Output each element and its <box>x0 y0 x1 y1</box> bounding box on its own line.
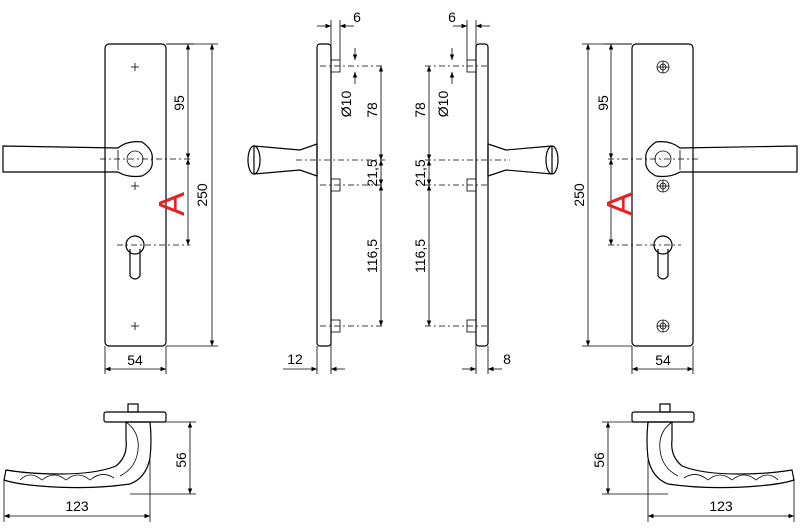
left-side-dim-upper: 78 <box>364 102 380 118</box>
left-screw-top <box>131 63 139 71</box>
right-backplate <box>631 43 694 347</box>
right-side-dim-lower: 116,5 <box>412 239 428 273</box>
right-side-plate <box>475 43 489 347</box>
left-side-dim-bore: Ø10 <box>338 91 354 118</box>
right-handle-dim-length: 123 <box>709 498 733 514</box>
right-handle-dim-height: 56 <box>591 452 607 468</box>
left-front-dim-top: 95 <box>171 95 187 111</box>
left-side-dim-top-gap: 6 <box>353 9 361 25</box>
left-side-dim-mid: 21,5 <box>364 159 380 186</box>
left-handle-dim-height: 56 <box>173 452 189 468</box>
right-marker-a: A <box>599 192 640 216</box>
right-side-pins <box>425 59 488 333</box>
left-side-lever <box>253 143 318 177</box>
right-side-dim-top-gap: 6 <box>448 9 456 25</box>
right-side-dim-thickness: 8 <box>503 351 511 367</box>
left-handle-profile <box>3 421 152 489</box>
right-handle-view: 56 123 <box>591 403 795 522</box>
left-keyhole <box>117 235 190 280</box>
right-screw-bottom <box>656 319 670 333</box>
left-handle-view: 56 123 <box>3 403 196 522</box>
left-screw-mid <box>131 182 139 190</box>
left-front-dim-width: 54 <box>127 352 143 368</box>
right-keyhole <box>608 235 681 280</box>
left-side-pins <box>320 59 385 333</box>
right-side-dim-mid: 21,5 <box>412 159 428 186</box>
right-side-dim-upper: 78 <box>412 102 428 118</box>
left-front-lever <box>2 141 190 178</box>
left-side-dim-lower: 116,5 <box>364 239 380 273</box>
right-front-dim-top: 95 <box>595 95 611 111</box>
left-front-dim-height: 250 <box>194 183 210 207</box>
right-handle-profile <box>646 421 795 489</box>
right-front-dim-height: 250 <box>571 183 587 207</box>
right-front-dim-width: 54 <box>655 352 671 368</box>
left-side-plate <box>316 43 332 347</box>
left-backplate <box>104 43 167 347</box>
right-front-view: 95 250 A 54 <box>571 43 798 374</box>
left-handle-dim-length: 123 <box>65 498 89 514</box>
right-screw-mid <box>656 179 670 193</box>
left-screw-bottom <box>131 322 139 330</box>
left-front-view: 95 250 A 54 <box>2 43 218 374</box>
right-screw-top <box>656 60 670 74</box>
left-marker-a: A <box>151 192 192 216</box>
left-side-dim-thickness: 12 <box>287 351 303 367</box>
right-front-lever <box>608 141 798 178</box>
left-side-view: 6 Ø10 78 21,5 116,5 12 <box>247 9 385 374</box>
right-side-dim-bore: Ø10 <box>435 91 451 118</box>
right-side-view: 6 Ø10 78 21,5 116,5 8 <box>412 9 559 374</box>
